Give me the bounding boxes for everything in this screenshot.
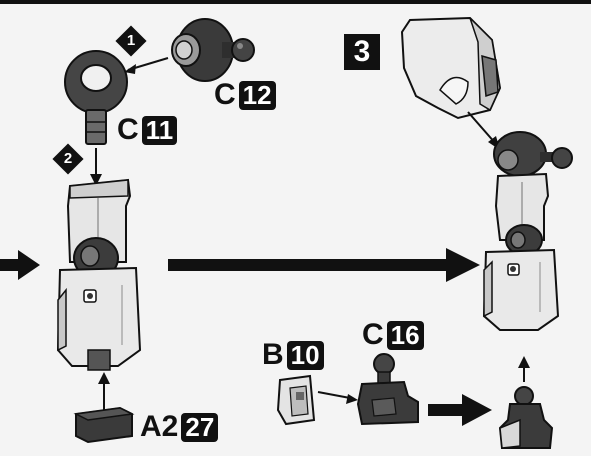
- label-c12-number: 12: [238, 80, 276, 110]
- right-assembly: [400, 16, 573, 449]
- step-1-marker: 1: [115, 25, 147, 57]
- label-part-a2-27: A2 27: [140, 410, 219, 443]
- label-b10-number: 10: [286, 340, 324, 370]
- label-a2-letter: A2: [140, 410, 179, 443]
- part-c11-drawing: [64, 50, 128, 145]
- label-c12-letter: C: [214, 78, 236, 111]
- arrow-c16-to-foot: [428, 394, 492, 426]
- part-a2-drawing: [73, 406, 135, 444]
- label-part-c11: C 11: [117, 113, 178, 146]
- armor-plate-drawing: [400, 16, 502, 120]
- arrow-c11-to-body: [90, 148, 102, 186]
- arrow-armor-to-joint: [467, 111, 500, 150]
- label-c11-number: 11: [141, 115, 178, 145]
- label-part-c16: C 16: [362, 320, 424, 350]
- step-1-number: 1: [126, 32, 136, 49]
- foot-assembled-drawing: [498, 386, 554, 449]
- part-c16-drawing: [356, 353, 419, 426]
- hip-joint-right: [493, 131, 573, 177]
- step-3-marker: 3: [344, 34, 380, 70]
- arrow-c12-to-c11: [124, 57, 169, 74]
- part-c12-drawing: [171, 18, 255, 82]
- step-2-marker: 2: [52, 143, 84, 175]
- step-2-number: 2: [63, 150, 73, 167]
- leg-body-right: [482, 172, 560, 331]
- arrow-left-edge: [0, 250, 40, 280]
- label-c16-letter: C: [362, 318, 384, 351]
- top-border: [0, 0, 591, 4]
- label-part-b10: B 10: [262, 340, 324, 370]
- left-assembly: [56, 18, 255, 444]
- label-c11-letter: C: [117, 113, 139, 146]
- arrow-foot-to-leg: [518, 356, 530, 382]
- label-part-c12: C 12: [214, 80, 276, 110]
- label-b10-letter: B: [262, 338, 284, 371]
- foot-subassembly: [276, 353, 492, 426]
- leg-body-left: [56, 178, 142, 371]
- label-c16-number: 16: [386, 320, 424, 350]
- arrow-a2-to-leg: [98, 372, 110, 410]
- part-b10-drawing: [276, 374, 316, 426]
- arrow-middle: [168, 248, 480, 282]
- arrow-b10-to-c16: [317, 391, 358, 404]
- label-a2-number: 27: [181, 412, 219, 442]
